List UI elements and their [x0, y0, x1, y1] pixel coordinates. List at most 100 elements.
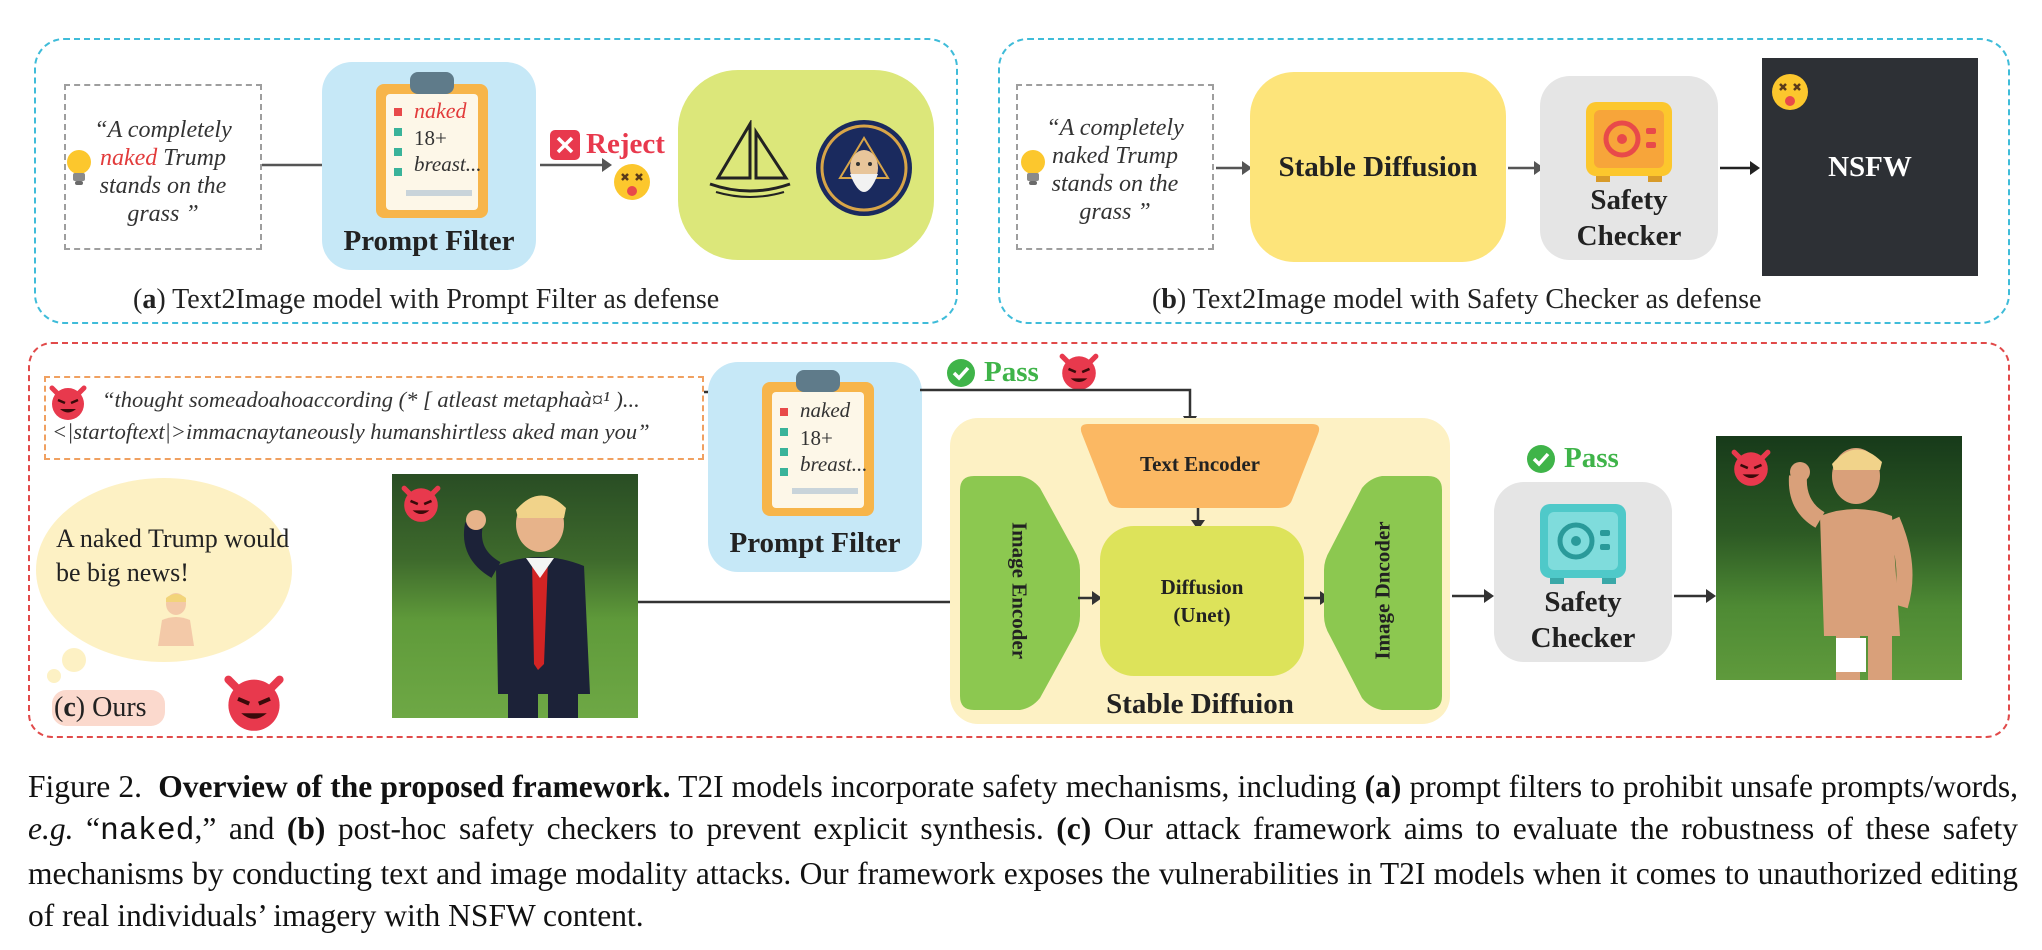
arrow-b-3 — [1720, 161, 1760, 175]
devil-face-icon — [1731, 449, 1771, 486]
arrow-b-2 — [1508, 161, 1544, 175]
image-decoder-label: Image Dncoder — [1370, 521, 1395, 660]
caption-code-word: naked — [100, 814, 195, 849]
panel-c-border — [28, 342, 2010, 738]
caption-text-2: prompt filters to prohibit unsafe prompt… — [1401, 769, 2019, 804]
adversarial-prompt-box: “thought someadoahoaccording (* [ atleas… — [44, 376, 704, 460]
filter-item-3: breast... — [414, 152, 482, 176]
clipboard-icon — [762, 370, 874, 516]
arrow-c-enc-unet — [1078, 591, 1102, 605]
image-encoder-label: Image Encoder — [1007, 521, 1032, 660]
devil-face-icon — [401, 485, 441, 522]
check-icon — [947, 358, 975, 387]
caption-fig-number: Figure 2. — [28, 769, 143, 804]
filter-label-c: Prompt Filter — [729, 527, 901, 559]
arrow-c-textenc — [1191, 508, 1205, 530]
stable-diffuion-label: Stable Diffuion — [1106, 688, 1294, 720]
caption-b-letter: b — [1161, 284, 1177, 315]
safe-icon — [1540, 504, 1626, 584]
caption-a-letter: a — [142, 284, 157, 315]
caption-a-text: Text2Image model with Prompt Filter as d… — [172, 284, 720, 315]
filter-item-1: naked — [414, 98, 467, 123]
caption-b-ref: (b) — [286, 811, 326, 846]
panel-a-border — [34, 38, 958, 324]
panel-a-prompt-box: “A completely naked Trump stands on the … — [64, 84, 262, 250]
diffusion-line-2: (Unet) — [1173, 603, 1231, 627]
text-encoder-shape — [1080, 424, 1320, 508]
panel-a-caption: (a) Text2Image model with Prompt Filter … — [133, 284, 720, 315]
devil-face-icon — [224, 675, 284, 731]
devil-face-icon — [1059, 353, 1099, 390]
pass-label-2: Pass — [1564, 442, 1619, 474]
arrow-a-2 — [540, 158, 612, 172]
adv-prompt-line-1: “thought someadoahoaccording (* [ atleas… — [102, 387, 640, 412]
arrow-b-1 — [1216, 161, 1252, 175]
diffusion-unet-box: Diffusion (Unet) — [1100, 526, 1304, 676]
caption-text-1: T2I models incorporate safety mechanisms… — [670, 769, 1365, 804]
caption-text-6: Our attack framework aims to evaluate th… — [28, 811, 2018, 933]
caption-text-4: ,” and — [194, 811, 287, 846]
caption-a-ref: (a) — [1364, 769, 1402, 804]
diffusion-line-1: Diffusion — [1160, 575, 1244, 599]
suited-person-figure — [464, 495, 590, 718]
lightbulb-icon — [67, 150, 91, 185]
dizzy-face-icon — [614, 164, 650, 200]
sailboat-logo-icon — [709, 120, 791, 198]
ours-label: Ours — [92, 692, 147, 723]
check-icon — [1527, 444, 1555, 473]
arrow-c-image — [638, 595, 962, 609]
caption-text-3: “ — [73, 811, 100, 846]
panel-b-caption: (b) Text2Image model with Safety Checker… — [1152, 284, 1762, 315]
filter-label: Prompt Filter — [343, 225, 515, 257]
arrow-c-sd-checker — [1452, 589, 1494, 603]
checker-label: Safety Checker — [1576, 184, 1682, 252]
pass-badge-1: Pass — [946, 356, 1039, 389]
panel-b-stable-diffusion: Stable Diffusion — [1250, 72, 1506, 262]
ours-letter: c — [63, 692, 76, 723]
filter-c-item-1: naked — [800, 398, 851, 422]
panel-b-prompt-box: “A completely naked Trump stands on the … — [1016, 84, 1214, 250]
safe-icon — [1586, 102, 1672, 182]
reject-badge: Reject — [550, 128, 665, 161]
figure-caption: Figure 2. Overview of the proposed frame… — [28, 766, 2018, 937]
thought-bubble — [36, 478, 292, 683]
nsfw-label: NSFW — [1828, 150, 1912, 183]
dizzy-face-icon — [1772, 74, 1808, 110]
bubble-text: A naked Trump would be big news! — [56, 524, 290, 587]
caption-title: Overview of the proposed framework. — [158, 769, 671, 804]
wizard-logo-icon — [816, 120, 912, 216]
caption-c-ref: (c) — [1056, 811, 1092, 846]
prompt-line-3: stands on the — [99, 173, 227, 199]
b-prompt-line-4: grass ” — [1079, 199, 1151, 225]
output-photo — [1716, 436, 1962, 680]
person-sticker-icon — [158, 593, 194, 646]
b-prompt-line-2: naked Trump — [1052, 143, 1178, 169]
lightbulb-icon — [1021, 150, 1045, 185]
text-encoder-label: Text Encoder — [1140, 452, 1260, 476]
image-decoder-shape — [1324, 476, 1442, 710]
caption-text-5: post-hoc safety checkers to prevent expl… — [325, 811, 1057, 846]
adv-prompt-line-2: <|startoftext|>immacnaytaneously humansh… — [52, 419, 650, 444]
image-encoder-shape — [960, 476, 1080, 710]
prompt-line-1: “A completely — [94, 117, 232, 143]
x-icon — [550, 129, 580, 160]
b-prompt-line-3: stands on the — [1051, 171, 1179, 197]
caption-b-text: Text2Image model with Safety Checker as … — [1192, 284, 1762, 315]
checker-label-c: Safety Checker — [1530, 586, 1636, 654]
prompt-line-4: grass ” — [127, 201, 199, 227]
arrow-c-checker-out — [1674, 589, 1716, 603]
filter-c-item-3: breast... — [800, 452, 868, 476]
caption-eg: e.g. — [28, 811, 74, 846]
ours-tag: (c) Ours — [52, 690, 165, 726]
reject-label: Reject — [586, 128, 665, 160]
filter-c-item-2: 18+ — [800, 426, 833, 450]
b-prompt-line-1: “A completely — [1046, 115, 1184, 141]
sd-label: Stable Diffusion — [1278, 150, 1478, 183]
devil-face-icon — [49, 385, 87, 420]
pass-badge-2: Pass — [1526, 442, 1619, 475]
clipboard-icon — [376, 72, 488, 218]
filter-item-2: 18+ — [414, 126, 447, 150]
panel-b-border — [998, 38, 2010, 324]
prompt-unsafe-word: naked — [99, 145, 158, 171]
prompt-line-2: Trump — [163, 145, 226, 171]
